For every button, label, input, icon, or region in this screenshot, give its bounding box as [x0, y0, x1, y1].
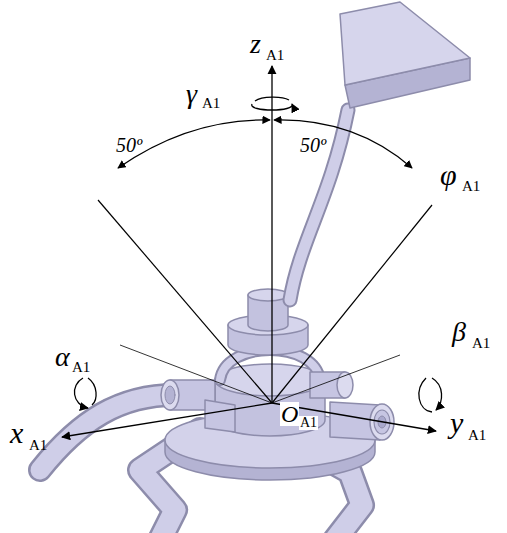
axis-label: φ	[440, 160, 457, 190]
axis-label: β	[452, 318, 466, 346]
axis-subscript: A1	[472, 336, 490, 351]
axis-label: x	[10, 418, 23, 448]
axis-subscript: A1	[299, 416, 318, 430]
axis-label: α	[55, 343, 70, 371]
axis-subscript: A1	[266, 48, 284, 63]
axis-label: 50º	[300, 135, 326, 155]
axis-label: y	[450, 408, 463, 438]
axis-subscript: A1	[202, 96, 220, 111]
axis-subscript: A1	[462, 179, 480, 194]
axis-subscript: A1	[72, 360, 90, 375]
axis-label: 50º	[116, 135, 142, 155]
axis-label: z	[250, 30, 261, 58]
axis-subscript: A1	[468, 428, 486, 443]
axis-subscript: A1	[29, 438, 47, 453]
axis-label: γ	[186, 80, 197, 108]
axis-label: O	[280, 402, 299, 426]
